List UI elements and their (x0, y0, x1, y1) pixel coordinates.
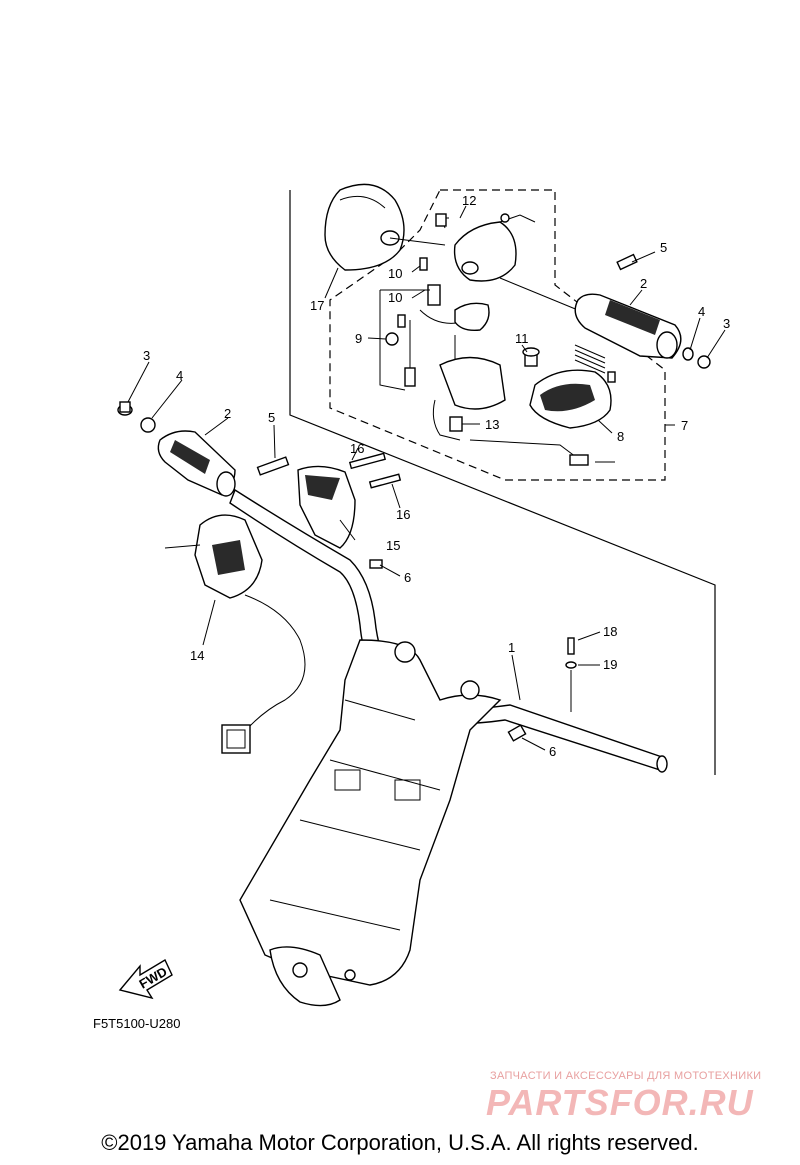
callout-17: 17 (310, 298, 324, 313)
switch-cover-part (324, 183, 446, 271)
callout-labels: 12 5 2 4 3 17 10 10 9 11 13 8 7 3 4 2 5 … (143, 193, 730, 759)
callout-2-left: 2 (224, 406, 231, 421)
callout-1: 1 (508, 640, 515, 655)
leader-lines (127, 205, 726, 751)
callout-10-mid: 10 (388, 290, 402, 305)
callout-12: 12 (462, 193, 476, 208)
callout-18: 18 (603, 624, 617, 639)
callout-10-top: 10 (388, 266, 402, 281)
callout-15: 15 (386, 538, 400, 553)
watermark-subtitle: ЗАПЧАСТИ И АКСЕССУАРЫ ДЛЯ МОТОТЕХНИКИ (490, 1070, 762, 1082)
lever-holder-part (164, 514, 306, 754)
callout-5-right: 5 (660, 240, 667, 255)
callout-9: 9 (355, 331, 362, 346)
callout-14: 14 (190, 648, 204, 663)
callout-4-right: 4 (698, 304, 705, 319)
right-grip-part (574, 253, 711, 374)
assembly-frame (289, 190, 716, 775)
callout-3-right: 3 (723, 316, 730, 331)
switch-housing-part (435, 213, 591, 316)
left-grip-part (117, 401, 290, 497)
callout-5-left: 5 (268, 410, 275, 425)
callout-13: 13 (485, 417, 499, 432)
callout-16-top: 16 (350, 441, 364, 456)
figure-code: F5T5100-U280 (93, 1016, 181, 1031)
callout-7: 7 (681, 418, 688, 433)
callout-8: 8 (617, 429, 624, 444)
switch-assembly-dashed-box (329, 189, 666, 481)
callout-6-bottom: 6 (549, 744, 556, 759)
callout-3-left: 3 (143, 348, 150, 363)
left-switch-part (297, 452, 402, 569)
callout-6-top: 6 (404, 570, 411, 585)
switch-internals-part (379, 257, 506, 441)
frame-body-part (239, 639, 502, 1007)
fwd-arrow: FWD (118, 959, 173, 1000)
callout-2-right: 2 (640, 276, 647, 291)
handlebar-part (229, 488, 668, 773)
callout-16-bottom: 16 (396, 507, 410, 522)
small-fastener-part (449, 347, 540, 432)
watermark-logo: PARTSFOR.RU (486, 1082, 754, 1123)
switch-body-part (469, 369, 616, 466)
copyright-notice: ©2019 Yamaha Motor Corporation, U.S.A. A… (101, 1130, 699, 1155)
callout-4-left: 4 (176, 368, 183, 383)
callout-11: 11 (515, 331, 529, 346)
callout-19: 19 (603, 657, 617, 672)
